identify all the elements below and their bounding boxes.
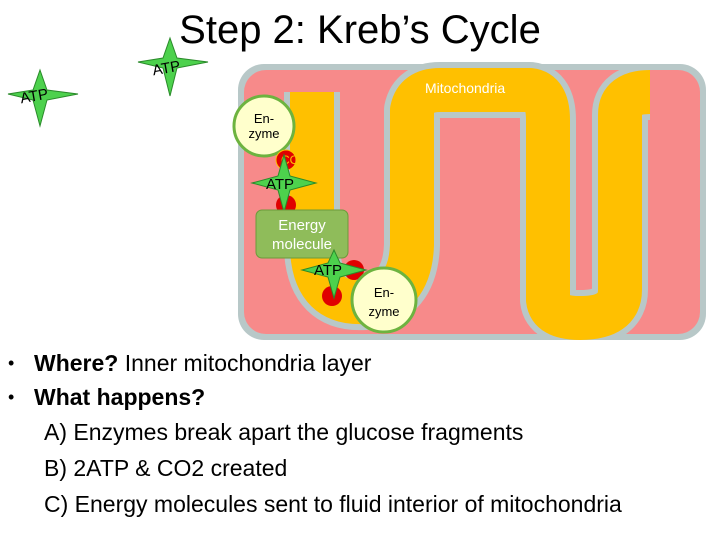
energy-molecule: Energy molecule	[255, 209, 349, 259]
bullet-what-happens: • What happens?	[8, 380, 718, 414]
enzyme-bottom: En- zyme	[350, 266, 418, 334]
atp-label-upper: ATP	[266, 176, 294, 193]
atp-label-top: ATP	[151, 58, 182, 80]
bullet-what-happens-label: What happens?	[34, 384, 206, 410]
energy-molecule-label-2: molecule	[272, 236, 332, 253]
enzyme-top-label-2: zyme	[248, 126, 279, 141]
bullet-where-label: Where?	[34, 350, 119, 376]
energy-molecule-label-1: Energy	[278, 217, 326, 234]
bullet-dot: •	[8, 353, 15, 373]
atp-star-top: ATP	[137, 36, 209, 97]
krebs-cycle-diagram: Mitochondria En- zyme CO ATP Energy mole…	[7, 36, 706, 340]
bullet-where-text: Inner mitochondria layer	[118, 350, 372, 376]
enzyme-bottom-label-1: En-	[374, 285, 394, 300]
mitochondria-label: Mitochondria	[425, 80, 505, 96]
bullet-where: • Where? Inner mitochondria layer	[8, 346, 718, 380]
atp-star-left: ATP	[7, 68, 79, 128]
sub-item-a: A) Enzymes break apart the glucose fragm…	[44, 419, 524, 445]
atp-label-left: ATP	[19, 86, 50, 108]
atp-label-lower: ATP	[314, 262, 342, 279]
sub-item-c: C) Energy molecules sent to fluid interi…	[44, 491, 622, 517]
enzyme-top: En- zyme	[232, 94, 296, 158]
enzyme-bottom-label-2: zyme	[368, 304, 399, 319]
atp-star-lower: ATP	[300, 248, 368, 300]
bullet-list: • Where? Inner mitochondria layer • What…	[8, 346, 718, 522]
enzyme-top-label-1: En-	[254, 111, 274, 126]
slide-title: Step 2: Kreb’s Cycle	[179, 8, 541, 52]
sub-item-b: B) 2ATP & CO2 created	[44, 455, 288, 481]
bullet-dot: •	[8, 387, 15, 407]
